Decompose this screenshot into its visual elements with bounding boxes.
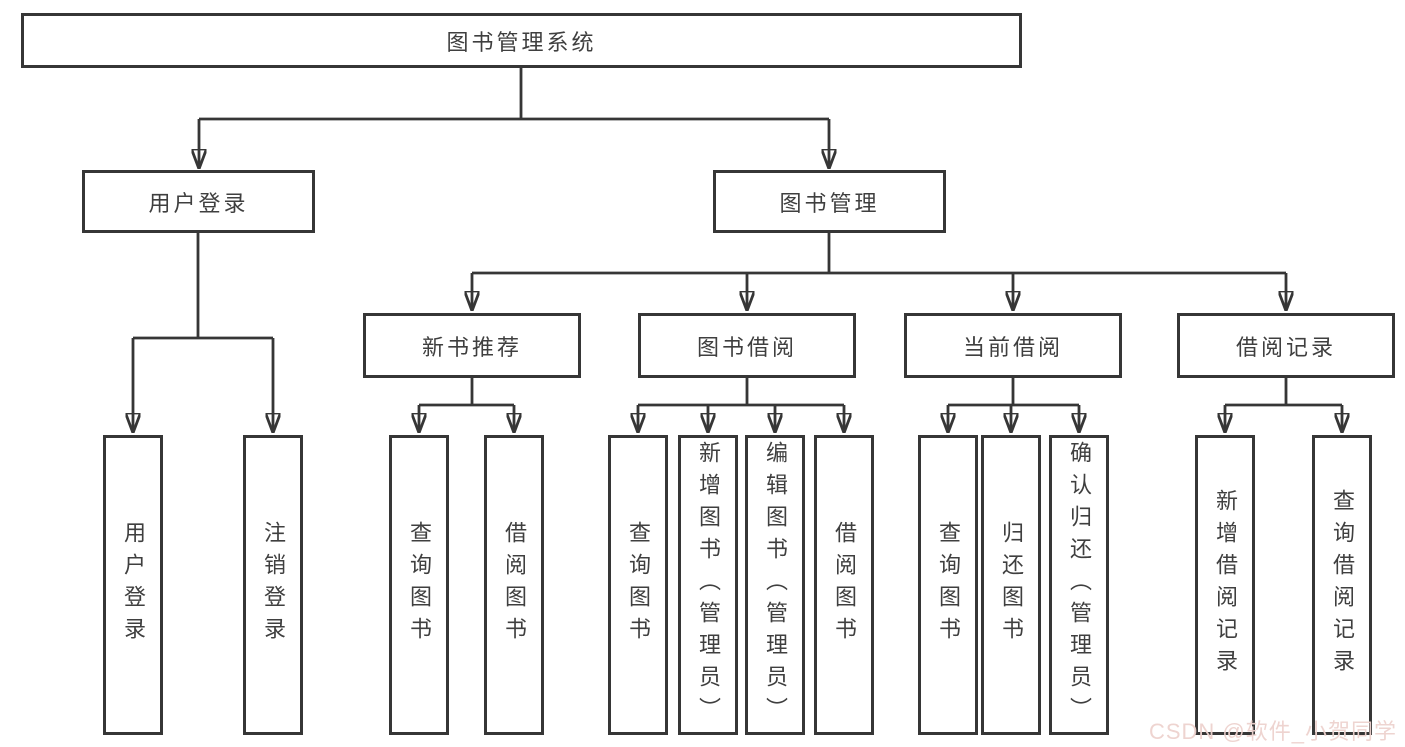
leaf-current-return-books: 归还图书 xyxy=(981,435,1041,735)
node-user-login: 用户登录 xyxy=(82,170,315,233)
node-book-management: 图书管理 xyxy=(713,170,946,233)
node-root-system: 图书管理系统 xyxy=(21,13,1022,68)
leaf-borrow-borrow-books: 借阅图书 xyxy=(814,435,874,735)
leaf-borrow-query-books: 查询图书 xyxy=(608,435,668,735)
leaf-borrow-edit-books-admin: 编辑图书（管理员） xyxy=(745,435,805,735)
leaf-borrow-add-books-admin: 新增图书（管理员） xyxy=(678,435,738,735)
csdn-watermark: CSDN @软件_小贺同学 xyxy=(1148,719,1397,744)
leaf-recommend-borrow-books: 借阅图书 xyxy=(484,435,544,735)
leaf-login-user-login: 用户登录 xyxy=(103,435,163,735)
leaf-records-query-record: 查询借阅记录 xyxy=(1312,435,1372,735)
leaf-recommend-query-books: 查询图书 xyxy=(389,435,449,735)
node-borrow-records: 借阅记录 xyxy=(1177,313,1395,378)
node-book-borrow: 图书借阅 xyxy=(638,313,856,378)
node-current-borrow: 当前借阅 xyxy=(904,313,1122,378)
node-new-book-recommend: 新书推荐 xyxy=(363,313,581,378)
leaf-records-add-record: 新增借阅记录 xyxy=(1195,435,1255,735)
leaf-current-query-books: 查询图书 xyxy=(918,435,978,735)
leaf-login-logout: 注销登录 xyxy=(243,435,303,735)
leaf-current-confirm-return-admin: 确认归还（管理员） xyxy=(1049,435,1109,735)
